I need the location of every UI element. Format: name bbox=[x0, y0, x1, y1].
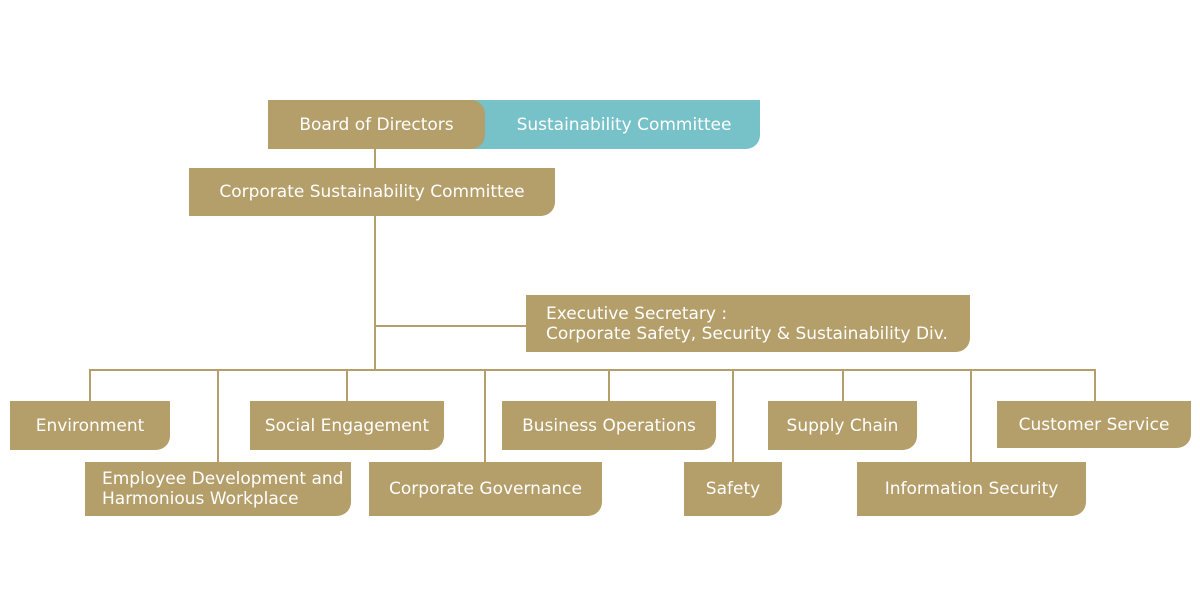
social-engagement-label: Social Engagement bbox=[264, 415, 430, 436]
connector-supply-chain bbox=[842, 369, 844, 401]
environment-box: Environment bbox=[10, 401, 170, 450]
sustainability-committee-label: Sustainability Committee bbox=[516, 114, 732, 135]
connector-safety bbox=[732, 369, 734, 462]
employee-development-label-line1: Employee Development and bbox=[102, 469, 344, 489]
connector-employee-development bbox=[217, 369, 219, 462]
supply-chain-box: Supply Chain bbox=[768, 401, 917, 450]
connector-executive-secretary bbox=[375, 325, 526, 327]
board-of-directors-box: Board of Directors bbox=[268, 100, 485, 149]
connector-environment bbox=[89, 369, 91, 401]
environment-label: Environment bbox=[35, 415, 145, 436]
customer-service-box: Customer Service bbox=[997, 401, 1191, 448]
connector-business-operations bbox=[608, 369, 610, 401]
executive-secretary-title: Executive Secretary : bbox=[546, 303, 728, 324]
employee-development-label-line2: Harmonious Workplace bbox=[102, 489, 299, 509]
executive-secretary-box: Executive Secretary : Corporate Safety, … bbox=[526, 295, 970, 352]
corporate-governance-label: Corporate Governance bbox=[389, 479, 582, 499]
corporate-governance-box: Corporate Governance bbox=[369, 462, 602, 516]
information-security-box: Information Security bbox=[857, 462, 1086, 516]
business-operations-label: Business Operations bbox=[522, 415, 696, 436]
connector-information-security bbox=[970, 369, 972, 462]
customer-service-label: Customer Service bbox=[1018, 414, 1170, 435]
connector-trunk bbox=[374, 216, 376, 370]
employee-development-box: Employee Development and Harmonious Work… bbox=[85, 462, 351, 516]
connector-board-to-csc bbox=[374, 149, 376, 168]
connector-corporate-governance bbox=[484, 369, 486, 462]
corporate-sustainability-committee-box: Corporate Sustainability Committee bbox=[189, 168, 555, 216]
sustainability-committee-box: Sustainability Committee bbox=[470, 100, 760, 149]
board-of-directors-label: Board of Directors bbox=[299, 114, 454, 135]
executive-secretary-division: Corporate Safety, Security & Sustainabil… bbox=[546, 323, 948, 344]
connector-customer-service bbox=[1094, 369, 1096, 401]
business-operations-box: Business Operations bbox=[502, 401, 716, 450]
safety-label: Safety bbox=[705, 479, 761, 499]
connector-social-engagement bbox=[346, 369, 348, 401]
safety-box: Safety bbox=[684, 462, 782, 516]
social-engagement-box: Social Engagement bbox=[250, 401, 444, 450]
connector-horizontal-bus bbox=[89, 369, 1096, 371]
corporate-sustainability-committee-label: Corporate Sustainability Committee bbox=[219, 182, 525, 202]
supply-chain-label: Supply Chain bbox=[786, 415, 899, 436]
information-security-label: Information Security bbox=[884, 479, 1059, 499]
